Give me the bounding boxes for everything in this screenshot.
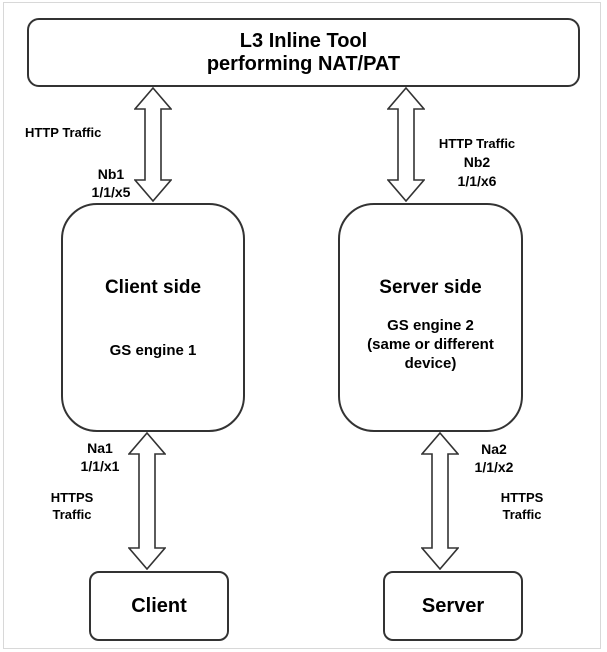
https-right-line2: Traffic <box>502 507 542 522</box>
tool-box-title-line1: L3 Inline Tool <box>239 29 368 52</box>
http-traffic-label-right: HTTP Traffic <box>438 136 516 151</box>
https-right-line1: HTTPS <box>500 490 544 505</box>
double-arrow-client-side-to-client <box>128 432 166 570</box>
port-label-nb1: Nb1 1/1/x5 <box>76 165 146 201</box>
port-label-na2: Na2 1/1/x2 <box>454 440 534 476</box>
https-left-line2: Traffic <box>52 507 92 522</box>
double-arrow-server-side-to-server <box>421 432 459 570</box>
port-nb2-id: 1/1/x6 <box>457 173 497 189</box>
port-label-nb2-block: HTTP Traffic Nb2 1/1/x6 <box>436 134 518 191</box>
double-arrow-tool-to-server-side <box>387 87 425 202</box>
https-left-line1: HTTPS <box>50 490 94 505</box>
client-side-box: Client side GS engine 1 <box>61 203 245 432</box>
server-side-title: Server side <box>379 277 482 298</box>
client-side-title: Client side <box>104 277 202 298</box>
client-box-label: Client <box>131 594 187 617</box>
http-traffic-label-left: HTTP Traffic <box>25 125 102 140</box>
port-nb2-name: Nb2 <box>463 154 491 170</box>
port-nb1-name: Nb1 <box>97 166 125 182</box>
server-side-engine-line2: (same or different <box>367 336 494 353</box>
port-na1-id: 1/1/x1 <box>80 458 120 474</box>
server-side-engine: GS engine 2 (same or different device) <box>340 316 521 373</box>
client-box: Client <box>89 571 229 641</box>
tool-box-title-line2: performing NAT/PAT <box>206 52 401 75</box>
server-side-engine-line3: device) <box>404 355 457 372</box>
port-na2-name: Na2 <box>481 441 507 457</box>
server-box-label: Server <box>421 594 485 617</box>
double-arrow-tool-to-client-side <box>134 87 172 202</box>
server-side-box: Server side GS engine 2 (same or differe… <box>338 203 523 432</box>
l3-inline-tool-box: L3 Inline Tool performing NAT/PAT <box>27 18 580 87</box>
https-traffic-label-left: HTTPS Traffic <box>32 489 112 523</box>
port-label-na1: Na1 1/1/x1 <box>60 439 140 475</box>
server-box: Server <box>383 571 523 641</box>
server-side-engine-line1: GS engine 2 <box>387 317 474 334</box>
port-nb1-id: 1/1/x5 <box>91 184 131 200</box>
port-na1-name: Na1 <box>87 440 113 456</box>
client-side-engine: GS engine 1 <box>109 342 197 359</box>
https-traffic-label-right: HTTPS Traffic <box>482 489 562 523</box>
port-na2-id: 1/1/x2 <box>474 459 514 475</box>
